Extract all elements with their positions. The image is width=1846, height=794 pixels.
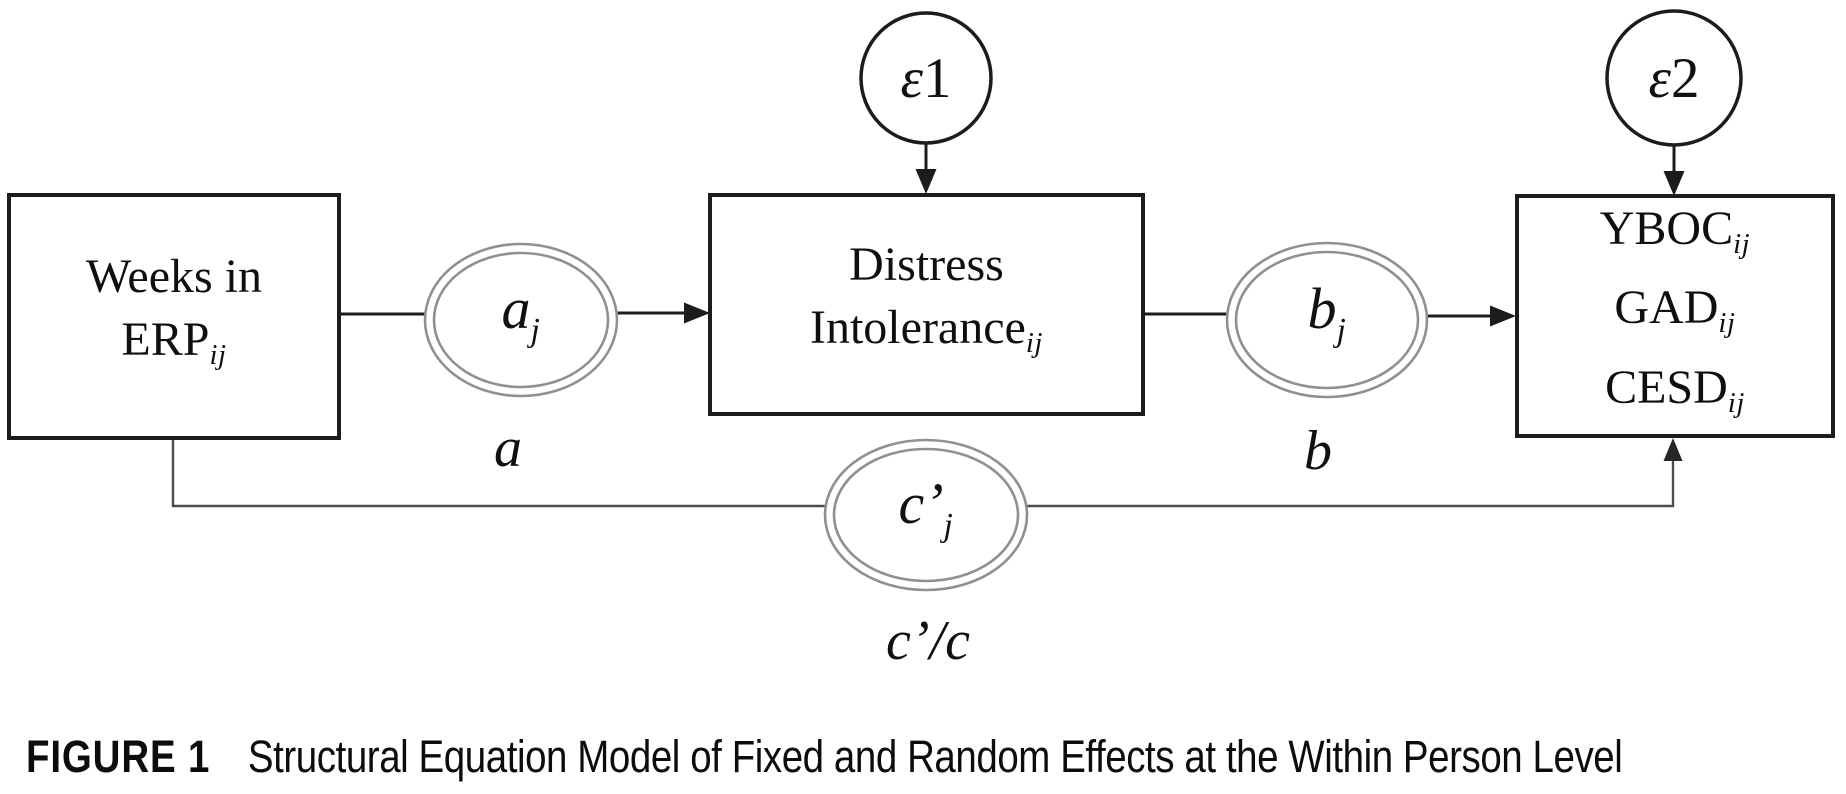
figure-caption-tag: FIGURE 1 <box>26 731 211 782</box>
figure-caption-title: Structural Equation Model of Fixed and R… <box>247 731 1623 782</box>
path-b-arrowhead-icon <box>1490 305 1516 327</box>
fixed-effect-a-text: a <box>494 417 522 479</box>
outcomes-line1: YBOCij <box>1599 202 1751 261</box>
random-effect-c-ellipse <box>823 438 1029 592</box>
distress-intolerance-label: Distress Intoleranceij <box>710 195 1143 414</box>
weeks-line2: ERPij <box>121 313 227 372</box>
fixed-effect-c-label: c’/c <box>828 611 1028 671</box>
epsilon2-arrowhead-icon <box>1663 171 1685 196</box>
random-effect-b-ellipse <box>1225 241 1429 399</box>
epsilon1-circle <box>859 11 993 145</box>
epsilon1-text: ε1 <box>900 46 952 110</box>
fixed-effect-c-text: c’/c <box>886 610 970 672</box>
epsilon2-circle <box>1605 9 1743 147</box>
outcomes-line2: GADij <box>1614 281 1736 340</box>
random-effect-c-text: c’j <box>898 471 954 544</box>
figure-caption-inner: FIGURE 1 Structural Equation Model of Fix… <box>26 731 1623 783</box>
distress-line2: Intoleranceij <box>809 301 1043 360</box>
epsilon1-arrowhead-icon <box>915 169 937 194</box>
random-effect-b-text: bj <box>1307 276 1347 349</box>
figure-caption: FIGURE 1 Structural Equation Model of Fix… <box>26 731 1846 783</box>
distress-line1: Distress <box>849 238 1004 292</box>
epsilon2-label: ε2 <box>1607 11 1741 145</box>
random-effect-b-label: bj <box>1227 245 1427 395</box>
epsilon1-label: ε1 <box>861 13 991 143</box>
random-effect-a-text: aj <box>501 276 541 349</box>
weeks-in-erp-box <box>7 193 341 440</box>
path-a-arrowhead-icon <box>684 302 710 324</box>
random-effect-a-ellipse <box>423 242 619 398</box>
outcomes-label: YBOCij GADij CESDij <box>1517 196 1833 436</box>
fixed-effect-b-text: b <box>1304 420 1332 482</box>
outcomes-box <box>1515 194 1835 438</box>
weeks-line1: Weeks in <box>85 250 263 304</box>
outcomes-line3: CESDij <box>1605 360 1745 419</box>
c-path-arrowhead-icon <box>1663 438 1683 461</box>
random-effect-c-label: c’j <box>825 441 1027 589</box>
epsilon2-text: ε2 <box>1648 46 1700 110</box>
random-effect-a-label: aj <box>423 246 619 394</box>
fixed-effect-a-label: a <box>408 420 608 476</box>
distress-intolerance-box <box>708 193 1145 416</box>
fixed-effect-b-label: b <box>1218 423 1418 479</box>
weeks-in-erp-label: Weeks in ERPij <box>9 195 339 438</box>
